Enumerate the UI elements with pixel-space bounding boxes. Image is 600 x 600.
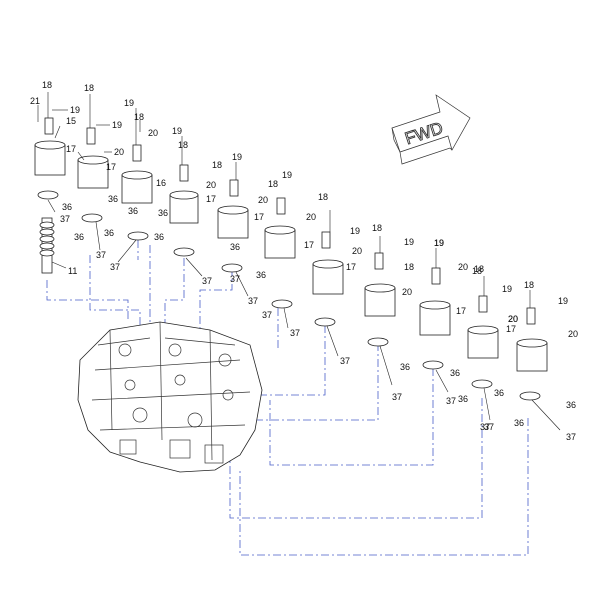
callout-20: 20 bbox=[206, 180, 216, 190]
callout-17: 17 bbox=[106, 162, 116, 172]
callout-37: 37 bbox=[340, 356, 350, 366]
callout-37: 37 bbox=[202, 276, 212, 286]
callout-37: 37 bbox=[96, 250, 106, 260]
callout-20: 20 bbox=[508, 314, 518, 324]
callout-36: 36 bbox=[104, 228, 114, 238]
callout-labels: 18 21 19 15 37 11 18 19 17 20 36 36 37 1… bbox=[30, 80, 578, 442]
spool-11 bbox=[39, 217, 55, 274]
callout-19: 19 bbox=[558, 296, 568, 306]
callout-37: 37 bbox=[290, 328, 300, 338]
callout-17: 17 bbox=[206, 194, 216, 204]
callout-37: 37 bbox=[248, 296, 258, 306]
callout-19: 19 bbox=[124, 98, 134, 108]
callout-19: 19 bbox=[232, 152, 242, 162]
callout-15: 15 bbox=[66, 116, 76, 126]
fwd-arrow: FWD bbox=[391, 94, 471, 165]
callout-36: 36 bbox=[230, 242, 240, 252]
callout-36: 36 bbox=[62, 202, 72, 212]
cap-assemblies bbox=[34, 117, 548, 401]
callout-36: 36 bbox=[74, 232, 84, 242]
callout-37: 37 bbox=[110, 262, 120, 272]
callout-37: 37 bbox=[484, 422, 494, 432]
callout-19: 19 bbox=[282, 170, 292, 180]
callout-19: 19 bbox=[172, 126, 182, 136]
callout-37: 37 bbox=[446, 396, 456, 406]
callout-20: 20 bbox=[258, 195, 268, 205]
callout-36: 36 bbox=[108, 194, 118, 204]
callout-17: 17 bbox=[456, 306, 466, 316]
callout-36: 36 bbox=[494, 388, 504, 398]
callout-37: 37 bbox=[392, 392, 402, 402]
callout-17: 17 bbox=[346, 262, 356, 272]
control-valve-block bbox=[77, 321, 263, 473]
callout-19: 19 bbox=[434, 238, 444, 248]
callout-37: 37 bbox=[60, 214, 70, 224]
callout-19: 19 bbox=[350, 226, 360, 236]
callout-18: 18 bbox=[524, 280, 534, 290]
callout-11: 11 bbox=[68, 266, 77, 276]
callout-18: 18 bbox=[42, 80, 52, 90]
callout-18: 18 bbox=[474, 264, 484, 274]
callout-36: 36 bbox=[128, 206, 138, 216]
callout-20: 20 bbox=[402, 287, 412, 297]
callout-20: 20 bbox=[458, 262, 468, 272]
callout-18: 18 bbox=[404, 262, 414, 272]
callout-21: 21 bbox=[30, 96, 40, 106]
callout-20: 20 bbox=[568, 329, 578, 339]
callout-20: 20 bbox=[148, 128, 158, 138]
callout-36: 36 bbox=[256, 270, 266, 280]
callout-17: 17 bbox=[506, 324, 516, 334]
callout-18: 18 bbox=[178, 140, 188, 150]
callout-18: 18 bbox=[372, 223, 382, 233]
callout-20: 20 bbox=[306, 212, 316, 222]
callout-37: 37 bbox=[566, 432, 576, 442]
callout-19: 19 bbox=[404, 237, 414, 247]
callout-19: 19 bbox=[112, 120, 122, 130]
callout-19: 19 bbox=[434, 238, 444, 248]
callout-36: 36 bbox=[458, 394, 468, 404]
callout-36: 36 bbox=[450, 368, 460, 378]
callout-36: 36 bbox=[158, 208, 168, 218]
callout-36: 36 bbox=[514, 418, 524, 428]
callout-19: 19 bbox=[502, 284, 512, 294]
callout-20: 20 bbox=[352, 246, 362, 256]
leader-lines bbox=[37, 92, 561, 431]
callout-16: 16 bbox=[156, 178, 166, 188]
callout-36: 36 bbox=[154, 232, 164, 242]
callout-17: 17 bbox=[254, 212, 264, 222]
callout-18: 18 bbox=[84, 83, 94, 93]
callout-37: 37 bbox=[230, 274, 240, 284]
callout-37: 37 bbox=[480, 422, 490, 432]
callout-19: 19 bbox=[70, 105, 80, 115]
callout-18: 18 bbox=[318, 192, 328, 202]
callout-18: 18 bbox=[212, 160, 222, 170]
callout-18: 18 bbox=[472, 266, 482, 276]
callout-36: 36 bbox=[566, 400, 576, 410]
callout-37: 37 bbox=[262, 310, 272, 320]
callout-36: 36 bbox=[400, 362, 410, 372]
callout-17: 17 bbox=[66, 144, 76, 154]
callout-17: 17 bbox=[304, 240, 314, 250]
callout-20: 20 bbox=[114, 147, 124, 157]
callout-18: 18 bbox=[268, 179, 278, 189]
callout-18: 18 bbox=[134, 112, 144, 122]
callout-20: 20 bbox=[508, 314, 518, 324]
